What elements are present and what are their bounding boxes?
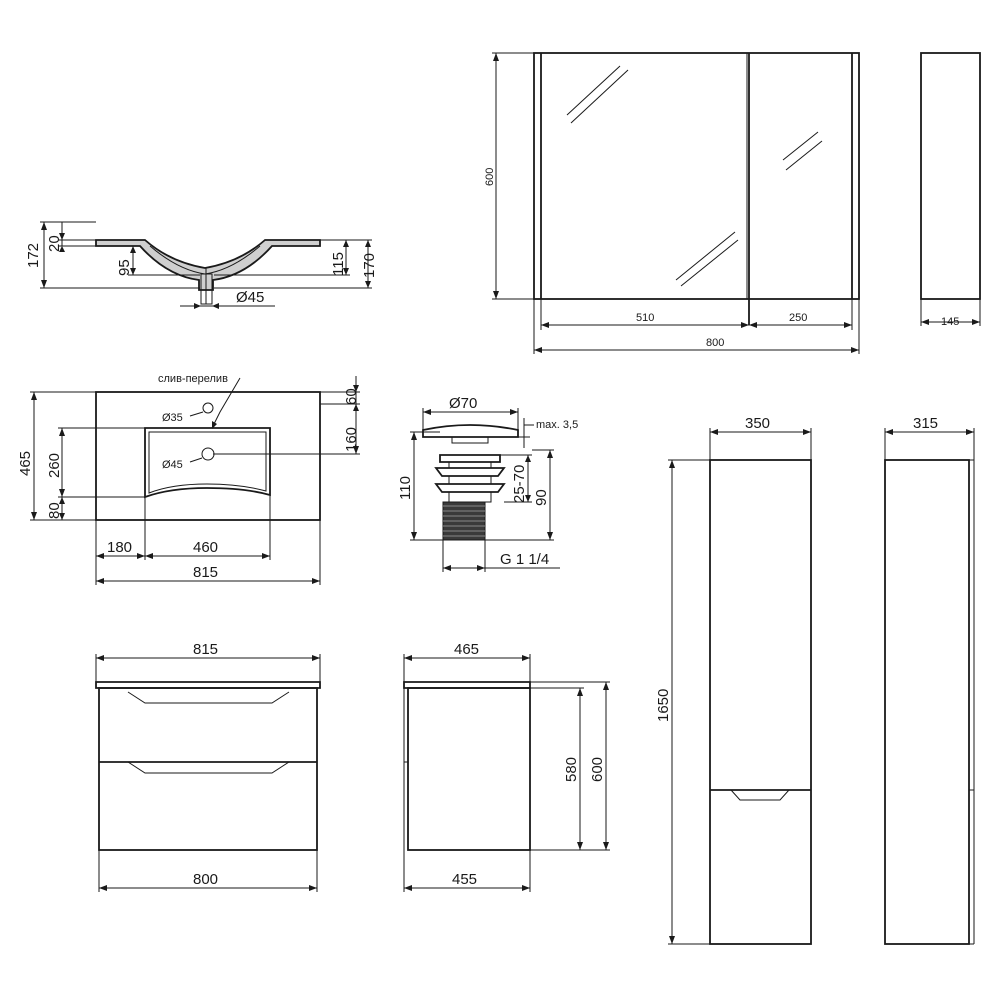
mirror-cabinet-front-view: 600 510 250 800 — [484, 52, 860, 354]
tall-cabinet-width: 350 — [745, 415, 770, 432]
tall-cabinet-body — [709, 459, 812, 945]
basin-top-front-offset: 80 — [46, 502, 63, 519]
drain-hole — [201, 447, 215, 461]
basin-profile-dim-20: 20 — [46, 235, 63, 252]
basin-top-outline — [95, 391, 321, 521]
tall-cabinet-handle — [730, 789, 790, 801]
drain-valve-thread — [442, 501, 486, 541]
tall-cabinet-side-body — [884, 459, 970, 945]
vanity-body — [98, 687, 318, 851]
mirror-cabinet-side-view: 145 — [920, 52, 981, 328]
drain-valve-view: Ø70 max. 3,5 110 25-70 90 G 1 1/4 — [397, 395, 578, 572]
basin-profile-view: 172 20 95 115 170 Ø45 — [25, 221, 378, 309]
vanity-side-height-580: 580 — [563, 757, 580, 782]
tall-cabinet-depth: 315 — [913, 415, 938, 432]
tall-cabinet-side-view: 315 — [884, 415, 975, 945]
mirror-cabinet-depth: 145 — [941, 316, 959, 328]
vanity-side-countertop — [403, 681, 531, 689]
basin-top-left-offset: 180 — [107, 539, 132, 556]
basin-top-bowl-width: 460 — [193, 539, 218, 556]
mirror-cabinet-door-right-width: 250 — [789, 312, 807, 324]
basin-profile-dim-115: 115 — [330, 252, 347, 276]
drain-diameter: Ø45 — [162, 459, 183, 471]
drain-valve-max-thickness: max. 3,5 — [536, 419, 578, 431]
basin-profile-drain-diameter: Ø45 — [236, 289, 264, 306]
vanity-side-height-600: 600 — [589, 757, 606, 782]
vanity-drawer-bottom-handle — [127, 761, 290, 774]
mirror-cabinet-side-body — [920, 52, 981, 300]
drain-valve-thread-size: G 1 1/4 — [500, 551, 549, 568]
basin-profile-dim-170: 170 — [361, 253, 378, 278]
mirror-cabinet-height: 600 — [484, 168, 496, 186]
vanity-front-top-width: 815 — [193, 641, 218, 658]
drain-valve-cap — [422, 424, 519, 438]
drain-valve-body-height: 90 — [533, 489, 550, 506]
overflow-label: слив-перелив — [158, 373, 228, 385]
vanity-countertop — [95, 681, 321, 689]
basin-top-total-width: 815 — [193, 564, 218, 581]
basin-top-back-160: 160 — [343, 427, 360, 452]
vanity-drawer-top-handle — [127, 691, 290, 704]
drain-valve-cap-diameter: Ø70 — [449, 395, 477, 412]
vanity-side-view: 465 455 580 600 — [403, 641, 610, 892]
mirror-glare-marks — [566, 65, 823, 287]
mirror-cabinet-total-width: 800 — [706, 337, 724, 349]
mirror-cabinet-body — [533, 52, 860, 300]
tall-cabinet-height: 1650 — [655, 689, 672, 722]
vanity-front-view: 815 800 — [95, 641, 321, 892]
drain-valve-body — [434, 454, 506, 503]
basin-bowl-outline — [144, 427, 271, 499]
vanity-side-body — [407, 687, 531, 851]
basin-top-view: слив-перелив Ø35 Ø45 465 260 80 60 160 — [17, 373, 360, 585]
basin-section-outline — [95, 239, 321, 291]
tall-cabinet-front-view: 350 1650 — [655, 415, 812, 945]
basin-top-depth: 465 — [17, 451, 34, 476]
basin-top-bowl-depth: 260 — [46, 453, 63, 478]
vanity-side-top-depth: 465 — [454, 641, 479, 658]
drain-valve-height: 110 — [397, 476, 414, 500]
drain-valve-adjust-range: 25-70 — [511, 465, 528, 503]
mirror-cabinet-door-left-width: 510 — [636, 312, 654, 324]
vanity-front-bottom-width: 800 — [193, 871, 218, 888]
overflow-diameter: Ø35 — [162, 412, 183, 424]
basin-profile-dim-95: 95 — [116, 259, 133, 276]
vanity-side-bottom-depth: 455 — [452, 871, 477, 888]
overflow-hole — [202, 402, 214, 414]
basin-top-back-60: 60 — [343, 388, 360, 405]
basin-profile-dim-172: 172 — [25, 243, 42, 268]
